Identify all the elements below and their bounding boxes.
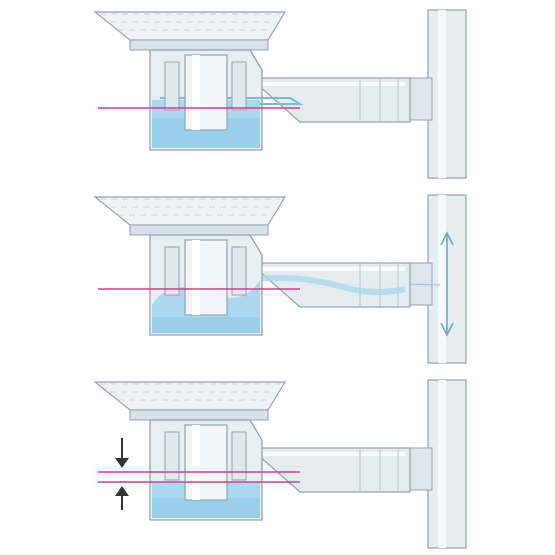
arrow-up-icon bbox=[440, 231, 454, 246]
drain-grate bbox=[93, 196, 287, 236]
dip-tube bbox=[164, 424, 247, 501]
vertical-stack-pipe bbox=[409, 9, 467, 179]
panel-seal-drop bbox=[93, 379, 467, 549]
dip-tube bbox=[164, 54, 247, 131]
water-level-lines bbox=[98, 471, 300, 483]
outlet-pipe bbox=[248, 447, 411, 493]
panel-normal-seal bbox=[93, 9, 467, 179]
arrow-down-icon bbox=[115, 458, 129, 468]
outlet-pipe bbox=[248, 77, 411, 123]
vertical-stack-pipe bbox=[409, 379, 467, 549]
outlet-pipe bbox=[239, 262, 411, 308]
arrow-up-icon bbox=[115, 486, 129, 496]
dip-tube bbox=[164, 239, 247, 316]
drain-grate bbox=[93, 11, 287, 51]
level-drop-arrows bbox=[115, 438, 129, 510]
panel-pressure-surge bbox=[93, 194, 467, 364]
arrow-down-icon bbox=[440, 322, 454, 337]
drain-grate bbox=[93, 381, 287, 421]
vertical-stack-pipe bbox=[409, 194, 467, 364]
